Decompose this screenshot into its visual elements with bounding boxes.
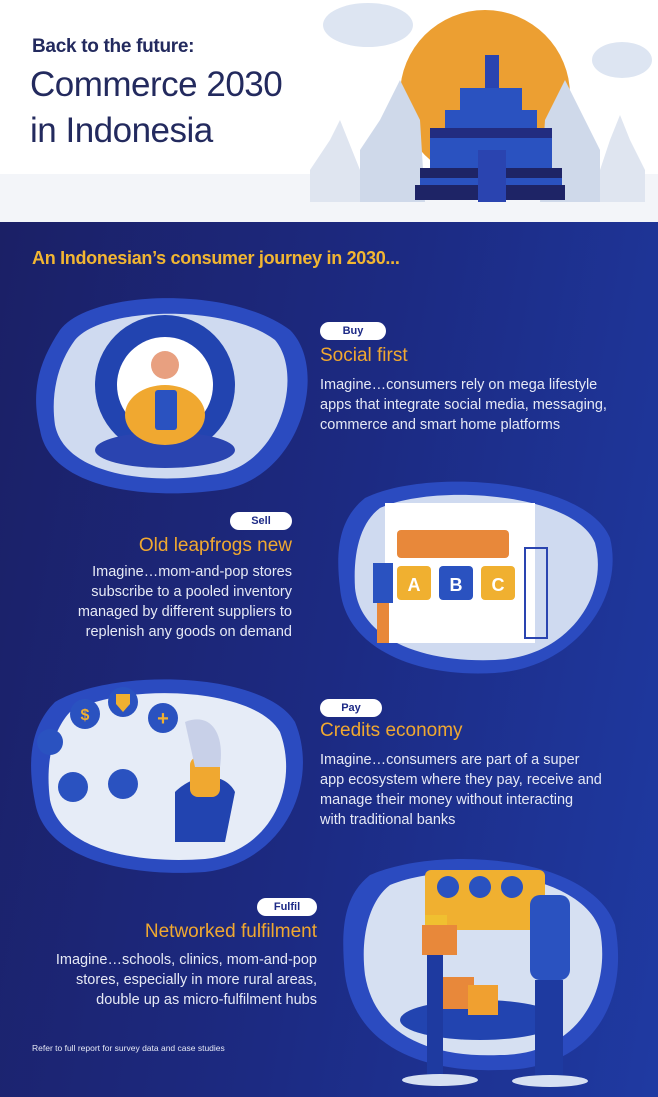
sell-illustration: A B C [338, 481, 613, 674]
body-line: commerce and smart home platforms [320, 417, 561, 433]
store-label-a: A [408, 575, 421, 595]
shield-icon [116, 694, 130, 712]
body-line: subscribe to a pooled inventory [91, 584, 292, 600]
body-line: stores, especially in more rural areas, [76, 972, 317, 988]
plus-icon: + [157, 708, 169, 730]
tag-sell: Sell [230, 512, 292, 530]
journey-subtitle: An Indonesian’s consumer journey in 2030… [32, 248, 400, 268]
buy-illustration [36, 298, 308, 494]
section-body-pay: Imagine…consumers are part of a super ap… [320, 750, 602, 830]
body-line: apps that integrate social media, messag… [320, 397, 607, 413]
title-line-2: in Indonesia [30, 111, 213, 150]
store-label-c: C [492, 575, 505, 595]
page-title: Commerce 2030 in Indonesia [30, 62, 283, 154]
fulfil-illustration [343, 859, 619, 1087]
body-line: Imagine…mom-and-pop stores [92, 564, 292, 580]
section-body-buy: Imagine…consumers rely on mega lifestyle… [320, 375, 607, 435]
tag-pay: Pay [320, 699, 382, 717]
section-title-buy: Social first [320, 345, 408, 366]
section-title-fulfil: Networked fulfilment [144, 921, 317, 942]
body-line: managed by different suppliers to [77, 604, 292, 620]
title-line-1: Commerce 2030 [30, 65, 283, 104]
body-line: Imagine…consumers rely on mega lifestyle [320, 377, 598, 393]
store-label-b: B [450, 575, 463, 595]
footnote: Refer to full report for survey data and… [32, 1043, 225, 1053]
body-line: Imagine…consumers are part of a super [320, 752, 580, 768]
dollar-icon: $ [81, 707, 90, 724]
tag-fulfil: Fulfil [257, 898, 317, 916]
body-line: with traditional banks [320, 812, 456, 828]
section-body-sell: Imagine…mom-and-pop stores subscribe to … [78, 562, 292, 642]
temple-illustration [310, 3, 652, 202]
pay-illustration: $ + [31, 679, 303, 873]
body-line: Imagine…schools, clinics, mom-and-pop [55, 952, 317, 968]
body-line: replenish any goods on demand [85, 624, 292, 640]
tag-buy: Buy [320, 322, 386, 340]
body-line: manage their money without interacting [320, 792, 574, 808]
section-title-pay: Credits economy [320, 720, 463, 741]
section-title-sell: Old leapfrogs new [138, 535, 292, 556]
header: Back to the future: Commerce 2030 in Ind… [0, 0, 658, 222]
kicker: Back to the future: [32, 36, 195, 57]
body-line: app ecosystem where they pay, receive an… [320, 772, 602, 788]
section-body-fulfil: Imagine…schools, clinics, mom-and-pop st… [56, 950, 317, 1010]
body-line: double up as micro-fulfilment hubs [96, 992, 317, 1008]
